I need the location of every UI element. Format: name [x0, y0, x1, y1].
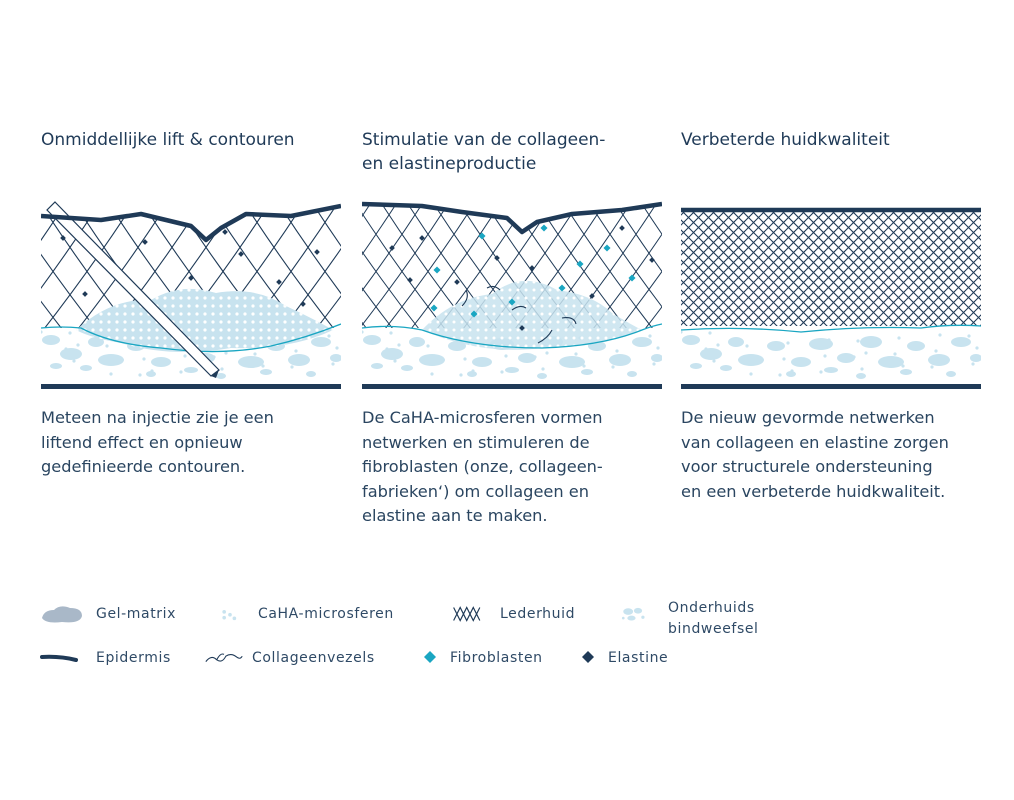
epidermis-line	[41, 203, 341, 243]
legend-item-collagen: Collageenvezels	[204, 648, 375, 669]
legend-item-elastin: Elastine	[578, 648, 668, 669]
dermis-net-icon	[453, 606, 481, 622]
bottom-line	[681, 384, 981, 389]
panel-description: De CaHA-microsferen vormen netwerken en …	[362, 408, 603, 525]
legend-label: Fibroblasten	[450, 650, 543, 666]
legend-label: Elastine	[608, 650, 669, 666]
legend-item-subcutis: Onderhuids bindweefsel	[620, 598, 759, 640]
elastin-diamond-icon	[582, 651, 594, 663]
gel-matrix-icon	[42, 606, 82, 623]
legend-item-dermis: Lederhuid	[452, 604, 575, 625]
epidermis-icon	[40, 654, 78, 662]
legend-label: CaHA-microsferen	[258, 606, 394, 622]
illustration-collagen-stimulation	[362, 201, 662, 389]
legend-item-gel-matrix: Gel-matrix	[40, 604, 176, 625]
subcutis-icon	[621, 607, 645, 621]
panel-collagen-stimulation: Stimulatie van de collageen- en elastine…	[362, 128, 662, 525]
epidermis-line	[362, 201, 662, 235]
legend-label: Gel-matrix	[96, 606, 177, 622]
bottom-line	[41, 384, 341, 389]
caha-microspheres-icon	[222, 610, 237, 621]
cell-markers	[389, 224, 655, 331]
panel-improved-skin: Verbeterde huidkwaliteit De nieuw gevorm…	[681, 128, 981, 501]
panel-title: Stimulatie van de collageen- en elastine…	[362, 130, 606, 174]
needle	[46, 201, 220, 378]
subcutis-layer	[681, 330, 981, 379]
panel-title: Onmiddellijke lift & contouren	[41, 130, 295, 150]
panel-description: De nieuw gevormde netwerken van collagee…	[681, 408, 949, 501]
bottom-line	[362, 384, 662, 389]
legend-item-fibroblasts: Fibroblasten	[420, 648, 543, 669]
legend-item-epidermis: Epidermis	[40, 648, 171, 669]
illustration-improved-skin	[681, 207, 981, 389]
panel-immediate-lift: Onmiddellijke lift & contouren Meteen na…	[41, 128, 341, 476]
illustration-immediate-lift	[41, 201, 341, 389]
collagen-fibers	[461, 285, 577, 344]
panel-description: Meteen na injectie zie je een liftend ef…	[41, 408, 274, 476]
fibroblast-diamond-icon	[424, 651, 436, 663]
panel-title: Verbeterde huidkwaliteit	[681, 130, 890, 150]
collagen-fiber-icon	[205, 653, 243, 662]
legend-label: Lederhuid	[500, 606, 576, 622]
legend-item-caha: CaHA-microsferen	[214, 604, 394, 625]
dermis-layer	[681, 210, 981, 335]
legend-label: Collageenvezels	[252, 650, 375, 666]
legend-label: Onderhuids bindweefsel	[668, 600, 759, 637]
legend-label: Epidermis	[96, 650, 171, 666]
